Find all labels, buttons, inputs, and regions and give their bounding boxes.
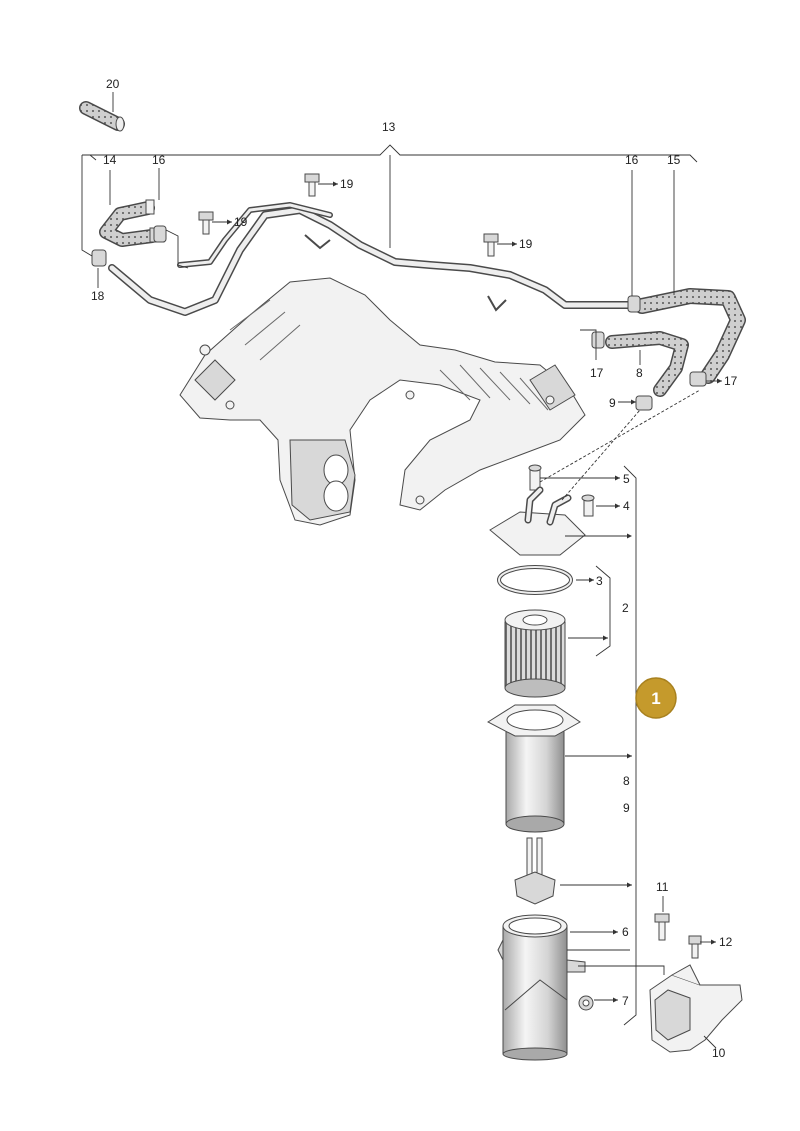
label-7: 7 [622, 994, 629, 1008]
leader-lines [81, 92, 722, 1049]
bracket-6 [497, 914, 586, 1061]
filter-housing [486, 704, 581, 833]
label-6: 6 [622, 925, 629, 939]
label-19a: 19 [340, 177, 354, 191]
label-10: 10 [712, 1046, 726, 1060]
label-20: 20 [106, 77, 120, 91]
label-14: 14 [103, 153, 117, 167]
hose-8 [605, 331, 689, 397]
sealing-ring-3 [497, 565, 573, 595]
filter-element [504, 609, 566, 698]
label-4: 4 [623, 499, 630, 513]
label-15: 15 [667, 153, 681, 167]
heat-shield-10 [649, 964, 743, 1053]
label-2: 2 [622, 601, 629, 615]
label-8b: 8 [623, 774, 630, 788]
label-9b: 9 [623, 801, 630, 815]
heater-insert [514, 837, 556, 905]
hose-20 [79, 101, 125, 132]
badge-label: 1 [651, 689, 660, 708]
label-17b: 17 [724, 374, 738, 388]
hose-clamps [91, 225, 707, 411]
label-8a: 8 [636, 366, 643, 380]
part-labels: 20 13 14 16 16 15 19 19 19 18 17 8 17 9 … [91, 77, 738, 1060]
nut-7 [578, 995, 594, 1011]
hose-15 [634, 288, 746, 384]
label-19c: 19 [519, 237, 533, 251]
label-16b: 16 [625, 153, 639, 167]
label-3: 3 [596, 574, 603, 588]
label-19b: 19 [234, 215, 248, 229]
arrow-heads [227, 181, 722, 1003]
bolts-11-12 [654, 913, 702, 959]
item-badge: 1 [635, 677, 677, 719]
label-5: 5 [623, 472, 630, 486]
coolant-pipe [108, 202, 634, 316]
label-16a: 16 [152, 153, 166, 167]
filter-head [489, 464, 595, 556]
label-18: 18 [91, 289, 105, 303]
label-13: 13 [382, 120, 396, 134]
bolts-19 [198, 173, 499, 257]
label-9a: 9 [609, 396, 616, 410]
label-11: 11 [656, 880, 669, 894]
intake-manifold [179, 277, 586, 526]
label-12: 12 [719, 935, 733, 949]
label-17a: 17 [590, 366, 604, 380]
